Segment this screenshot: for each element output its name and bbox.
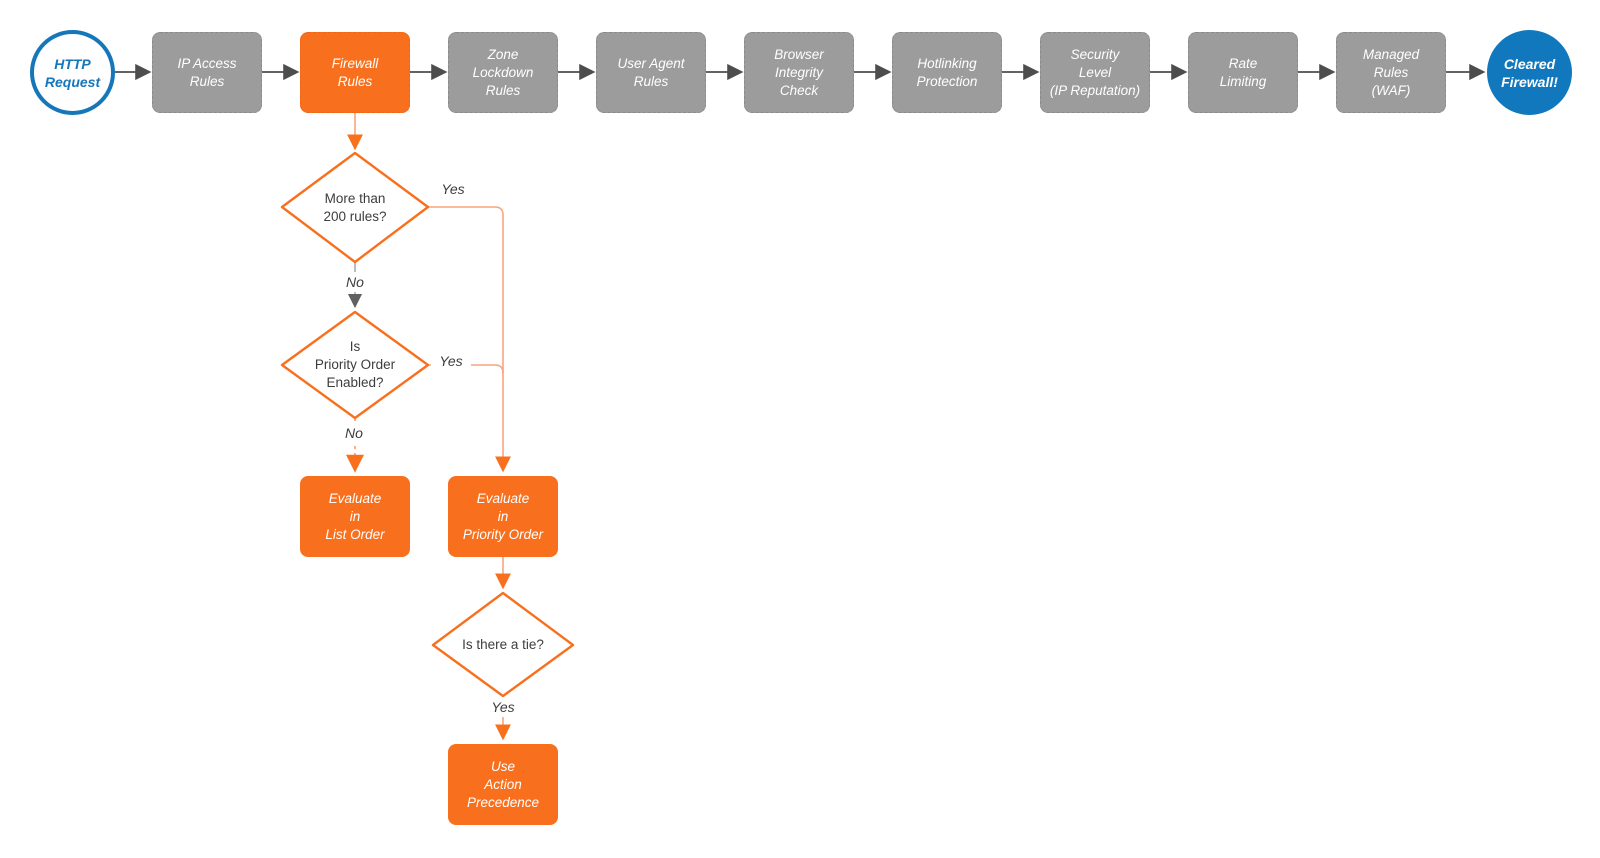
decision-diamond-rules-count xyxy=(280,151,430,264)
stage-zone-lockdown-rules: Zone Lockdown Rules xyxy=(448,32,558,113)
stage-rate-limiting: Rate Limiting xyxy=(1188,32,1298,113)
decision-label-tie: Is there a tie? xyxy=(462,636,544,652)
action-use-action-precedence: Use Action Precedence xyxy=(448,744,558,825)
stage-firewall-rules: Firewall Rules xyxy=(300,32,410,113)
stage-managed-rules-waf: Managed Rules (WAF) xyxy=(1336,32,1446,113)
decision-diamonds xyxy=(280,151,575,698)
decision-label-priority-enabled: Is Priority Order Enabled? xyxy=(314,339,396,390)
end-node-cleared-firewall: Cleared Firewall! xyxy=(1487,30,1572,115)
start-node-http-request: HTTP Request xyxy=(30,30,115,115)
action-evaluate-list-order: Evaluate in List Order xyxy=(300,476,410,557)
edge-label-yes-3: Yes xyxy=(483,697,523,717)
edge-label-yes-2: Yes xyxy=(431,351,471,371)
stage-user-agent-rules: User Agent Rules xyxy=(596,32,706,113)
stage-browser-integrity-check: Browser Integrity Check xyxy=(744,32,854,113)
edge-label-no-1: No xyxy=(335,272,375,292)
stage-security-level: Security Level (IP Reputation) xyxy=(1040,32,1150,113)
stage-hotlinking-protection: Hotlinking Protection xyxy=(892,32,1002,113)
action-evaluate-priority-order: Evaluate in Priority Order xyxy=(448,476,558,557)
decision-diamond-priority-enabled xyxy=(280,310,430,420)
edge-label-no-2: No xyxy=(334,423,374,443)
decision-diamond-tie xyxy=(431,591,575,698)
edge-label-yes-1: Yes xyxy=(441,181,465,197)
stage-ip-access-rules: IP Access Rules xyxy=(152,32,262,113)
decision-label-rules-count: More than 200 rules? xyxy=(323,190,387,224)
